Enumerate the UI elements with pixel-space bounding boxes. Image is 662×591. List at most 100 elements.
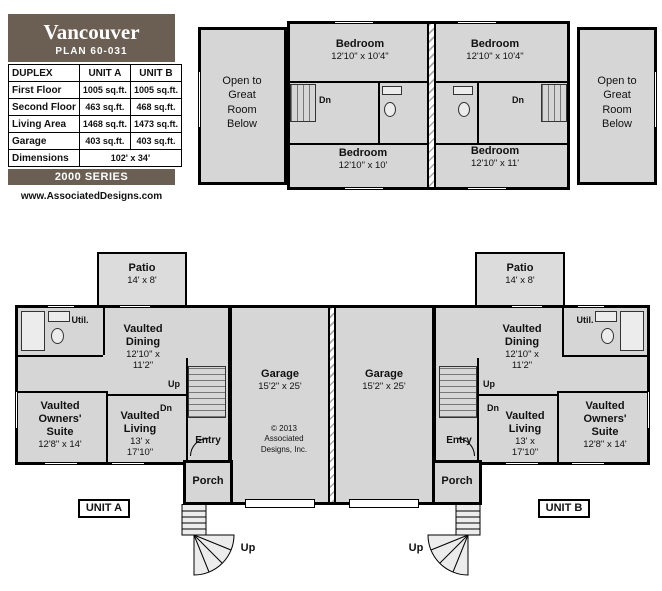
room-name: Bedroom <box>470 38 520 50</box>
bedroom-a-bottom-label: Bedroom 12'10" x 10' <box>308 147 418 171</box>
bath-sink <box>453 86 473 95</box>
wall <box>186 358 188 462</box>
living-label: Vaulted Living 13' x 17'10" <box>485 410 565 458</box>
series-banner: 2000 SERIES <box>8 169 175 185</box>
party-wall <box>328 308 336 502</box>
wall <box>18 391 106 393</box>
wall <box>378 81 380 143</box>
room-name: Garage <box>261 368 299 380</box>
patio-right: Patio 14' x 8' <box>475 252 565 307</box>
open-below-label: Open to Great Room Below <box>597 75 637 130</box>
specs-table: DUPLEX UNIT A UNIT B First Floor 1005 sq… <box>8 64 182 167</box>
room-name: Vaulted <box>40 400 80 412</box>
room-name: Suite <box>46 425 74 438</box>
window <box>45 462 77 465</box>
wall <box>436 81 567 83</box>
room-name: Bedroom <box>335 38 385 50</box>
specs-row: Living Area 1468 sq.ft. 1473 sq.ft. <box>8 115 182 133</box>
room-name: Bedroom <box>470 145 520 157</box>
room-dims: 17'10" <box>126 447 154 459</box>
room-dims: 15'2" x 25' <box>362 380 406 392</box>
window <box>15 392 18 428</box>
col-unit-a: UNIT A <box>78 64 131 82</box>
unit-b-wing: Util. Vaulted Dining 12'10" x 11'2" Vaul… <box>433 305 650 465</box>
entry-label: Entry <box>195 435 221 446</box>
window <box>647 392 650 428</box>
row-value-a: 463 sq.ft. <box>78 98 131 116</box>
patio-label: Patio 14' x 8' <box>99 262 185 286</box>
window <box>468 187 506 190</box>
room-name: Vaulted <box>120 410 160 422</box>
porch-label: Porch <box>441 475 473 487</box>
room-dims: 14' x 8' <box>127 274 157 286</box>
garage-block: Garage 15'2" x 25' Garage 15'2" x 25' © … <box>229 305 435 505</box>
room-dims: 15'2" x 25' <box>258 380 302 392</box>
curved-stair-right <box>427 504 481 576</box>
room-name: Living <box>508 422 542 435</box>
bath-sink <box>595 311 617 322</box>
room-name: Dining <box>504 335 540 348</box>
util-label: Util. <box>71 315 89 325</box>
wall <box>557 391 559 462</box>
row-label: Garage <box>8 132 80 150</box>
window <box>458 21 496 24</box>
plan-header: Vancouver PLAN 60-031 <box>8 14 175 62</box>
room-name: Vaulted <box>502 323 542 335</box>
room-dims: 12'10" x <box>505 348 539 360</box>
open-to-below-right: Open to Great Room Below <box>577 27 657 185</box>
row-value-b: 403 sq.ft. <box>129 132 182 150</box>
shower <box>21 311 45 351</box>
owners-suite-label: Vaulted Owners' Suite 12'8" x 14' <box>18 400 102 450</box>
row-value-a: 403 sq.ft. <box>78 132 131 150</box>
row-value-b: 1005 sq.ft. <box>129 81 182 99</box>
row-value-a: 1005 sq.ft. <box>78 81 131 99</box>
stair-dn-label: Dn <box>512 95 524 105</box>
wall <box>477 358 479 462</box>
shower <box>620 311 644 351</box>
entry-label: Entry <box>446 435 472 446</box>
specs-row: First Floor 1005 sq.ft. 1005 sq.ft. <box>8 81 182 99</box>
stair-up-label: Up <box>483 379 495 389</box>
room-name: Patio <box>128 262 156 274</box>
website-text: www.AssociatedDesigns.com <box>20 191 163 202</box>
room-dims: 17'10" <box>511 447 539 459</box>
unit-a-wing: Util. Vaulted Dining 12'10" x 11'2" Vaul… <box>15 305 231 465</box>
dimensions-value: 102' x 34' <box>78 149 182 167</box>
stair-hatch <box>541 84 567 122</box>
room-name: Vaulted <box>585 400 625 412</box>
bedroom-b-top-label: Bedroom 12'10" x 10'4" <box>440 38 550 62</box>
porch-label: Porch <box>192 475 224 487</box>
wall <box>559 391 647 393</box>
open-to-below-left: Open to Great Room Below <box>198 27 287 185</box>
plan-title: Vancouver <box>43 20 140 44</box>
wall <box>477 81 479 143</box>
window <box>506 462 538 465</box>
col-unit-b: UNIT B <box>129 64 182 82</box>
row-label: First Floor <box>8 81 80 99</box>
room-dims: 12'10" x <box>126 348 160 360</box>
room-dims: 12'8" x 14' <box>38 438 82 450</box>
room-name: Owners' <box>583 412 627 425</box>
window <box>654 72 657 127</box>
window <box>512 305 542 308</box>
room-name: Vaulted <box>505 410 545 422</box>
info-panel: Vancouver PLAN 60-031 DUPLEX UNIT A UNIT… <box>8 14 182 202</box>
owners-suite-label: Vaulted Owners' Suite 12'8" x 14' <box>563 400 647 450</box>
room-name: Vaulted <box>123 323 163 335</box>
patio-label: Patio 14' x 8' <box>477 262 563 286</box>
patio-left: Patio 14' x 8' <box>97 252 187 307</box>
wall <box>290 143 427 145</box>
bedroom-b-bottom-label: Bedroom 12'10" x 11' <box>440 145 550 169</box>
wall <box>562 355 647 357</box>
porch-left: Porch <box>183 460 233 505</box>
specs-row: Garage 403 sq.ft. 403 sq.ft. <box>8 132 182 150</box>
room-name: Dining <box>125 335 161 348</box>
stair-dn-label: Dn <box>487 403 499 413</box>
copyright-line: © 2013 <box>271 424 297 433</box>
row-label: Dimensions <box>8 149 80 167</box>
room-name: Patio <box>506 262 534 274</box>
copyright-note: © 2013 Associated Designs, Inc. <box>248 424 320 455</box>
stair-up-label: Up <box>168 379 180 389</box>
specs-row-dimensions: Dimensions 102' x 34' <box>8 149 182 167</box>
